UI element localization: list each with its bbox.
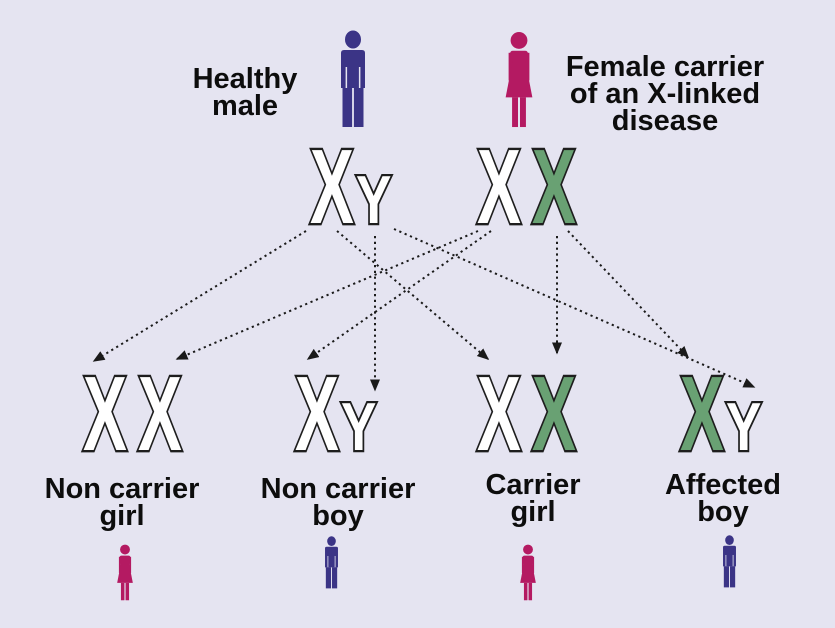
allele-X-affected: X	[532, 127, 576, 246]
non-carrier-girl-label: Non carrier girl	[44, 473, 200, 532]
allele-Y: Y	[341, 389, 376, 465]
female-carrier-icon	[505, 31, 533, 128]
healthy-male-label: Healthy male	[192, 63, 298, 122]
allele-X: X	[477, 127, 521, 246]
affected-boy-icon	[723, 535, 736, 588]
non-carrier-girl-icon	[117, 544, 133, 601]
arrow-mother-X2-to-child4-X	[567, 230, 690, 359]
affected-boy-label: Affected boy	[664, 469, 781, 528]
allele-X: X	[310, 127, 354, 246]
allele-X: X	[477, 354, 521, 473]
allele-X-affected: X	[532, 354, 576, 473]
arrow-mother-X1-to-child2-X	[306, 230, 492, 360]
arrow-father-X-to-child1-X1	[92, 230, 307, 362]
allele-Y: Y	[356, 162, 391, 238]
arrow-father-X-to-child3-X1	[336, 230, 490, 360]
arrow-mother-X1-to-child1-X2	[175, 230, 479, 360]
female-carrier-label: Female carrier of an X-linked disease	[565, 51, 765, 137]
allele-X-affected: X	[680, 354, 724, 473]
allele-Y: Y	[726, 389, 761, 465]
allele-X: X	[83, 354, 127, 473]
allele-X: X	[295, 354, 339, 473]
non-carrier-boy-label: Non carrier boy	[260, 473, 416, 532]
carrier-girl-icon	[520, 544, 536, 601]
carrier-girl-label: Carrier girl	[485, 469, 581, 528]
healthy-male-icon	[341, 30, 365, 127]
non-carrier-boy-icon	[325, 536, 338, 589]
allele-X: X	[138, 354, 182, 473]
